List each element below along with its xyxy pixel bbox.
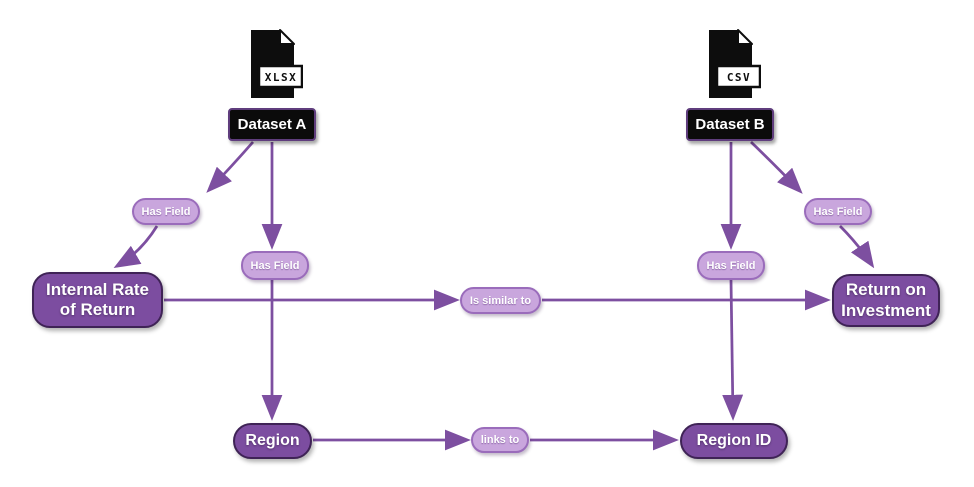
csv-file-icon: CSV [709, 29, 761, 98]
edge-label-has-field-b-region-id[interactable]: Has Field [697, 251, 765, 280]
edge-label-is-similar-to[interactable]: Is similar to [460, 287, 541, 314]
node-return-on-investment[interactable]: Return on Investment [832, 274, 940, 327]
edge-label-has-field-a-region[interactable]: Has Field [241, 251, 309, 280]
edge-dataset-b-to-region-id [720, 142, 744, 421]
node-dataset-b[interactable]: Dataset B [686, 108, 774, 141]
edge-label-links-to[interactable]: links to [471, 427, 529, 453]
edge-dataset-b-to-roi [750, 141, 875, 269]
csv-file-type-label: CSV [727, 71, 751, 84]
node-dataset-a[interactable]: Dataset A [228, 108, 316, 141]
edge-dataset-a-to-irr [113, 141, 255, 268]
node-region-id[interactable]: Region ID [680, 423, 788, 459]
edge-label-has-field-b-roi[interactable]: Has Field [804, 198, 872, 225]
xlsx-file-type-label: XLSX [265, 71, 298, 84]
edge-label-has-field-a-irr[interactable]: Has Field [132, 198, 200, 225]
node-internal-rate-of-return[interactable]: Internal Rate of Return [32, 272, 163, 328]
xlsx-file-icon: XLSX [251, 29, 303, 98]
node-region[interactable]: Region [233, 423, 312, 459]
